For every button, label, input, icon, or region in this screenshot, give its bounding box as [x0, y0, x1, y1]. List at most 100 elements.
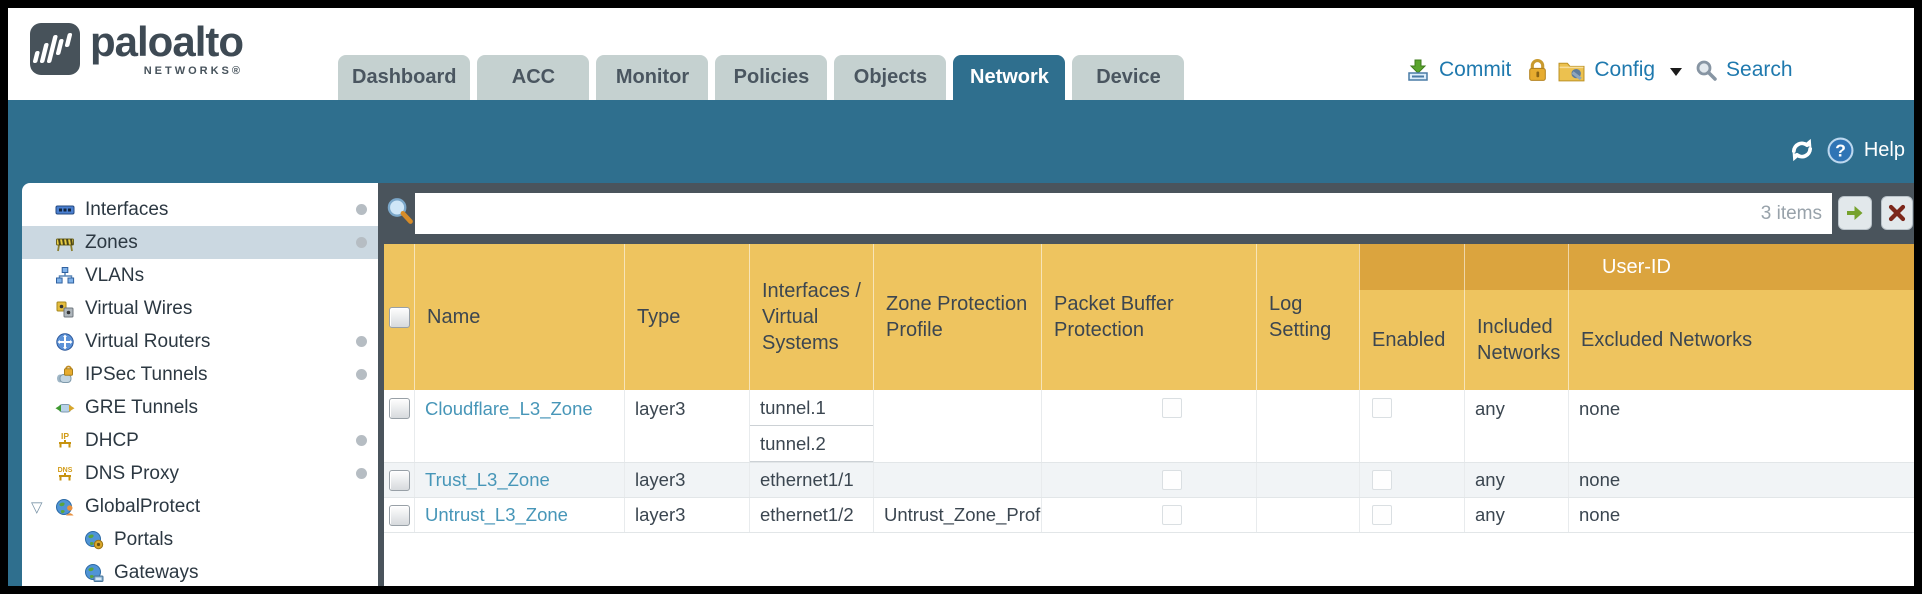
- table-row-trust: Trust_L3_Zone layer3 ethernet1/1 any non…: [384, 463, 1914, 498]
- column-header-log-setting[interactable]: Log Setting: [1256, 244, 1359, 390]
- tab-policies[interactable]: Policies: [715, 55, 828, 100]
- green-arrow-icon: [1847, 206, 1863, 220]
- row-checkbox[interactable]: [388, 398, 410, 419]
- user-id-enabled-checkbox[interactable]: [1372, 398, 1392, 418]
- zone-protection-profile-cell: Untrust_Zone_Prof: [873, 498, 1041, 532]
- sidebar-item-vlans[interactable]: VLANs: [22, 259, 378, 292]
- packet-buffer-protection-checkbox[interactable]: [1162, 398, 1182, 418]
- dhcp-icon: IP: [54, 430, 76, 452]
- commit-icon[interactable]: [1406, 59, 1430, 82]
- sidebar-item-globalprotect[interactable]: ▽ GlobalProtect: [31, 495, 201, 517]
- refresh-icon[interactable]: [1787, 136, 1817, 164]
- zone-name-link[interactable]: Trust_L3_Zone: [425, 469, 550, 490]
- apply-filter-button[interactable]: [1838, 196, 1872, 230]
- column-header-interfaces[interactable]: Interfaces / Virtual Systems: [749, 244, 873, 390]
- user-id-enabled-cell: [1359, 390, 1464, 462]
- sidebar-item-gre-tunnels[interactable]: GRE Tunnels: [22, 391, 378, 424]
- filter-searchbox: 3 items: [415, 193, 1832, 234]
- sidebar-item-zones[interactable]: Zones: [22, 226, 378, 259]
- help-icon[interactable]: ?: [1827, 137, 1854, 164]
- zones-icon: [54, 232, 76, 254]
- row-checkbox[interactable]: [388, 469, 410, 491]
- brand-sub: NETWORKS®: [143, 65, 244, 77]
- sidebar-item-dns-proxy[interactable]: DNS DNS Proxy: [22, 457, 378, 490]
- search-button[interactable]: Search: [1726, 58, 1793, 81]
- column-header-packet-buffer-protection[interactable]: Packet Buffer Protection: [1041, 244, 1256, 390]
- status-dot: [356, 336, 367, 347]
- config-button[interactable]: Config: [1594, 58, 1656, 81]
- user-id-enabled-cell: [1359, 498, 1464, 532]
- main-nav-tabs: Dashboard ACC Monitor Policies Objects N…: [338, 55, 1185, 100]
- brand-wordmark: paloalto: [90, 18, 244, 65]
- included-networks-cell: any: [1464, 390, 1568, 462]
- user-id-enabled-checkbox[interactable]: [1372, 505, 1392, 525]
- config-dropdown-caret-icon[interactable]: [1670, 68, 1683, 76]
- filter-input[interactable]: [415, 193, 1761, 234]
- table-row-untrust: Untrust_L3_Zone layer3 ethernet1/2 Untru…: [384, 498, 1914, 533]
- zone-name-link[interactable]: Untrust_L3_Zone: [425, 504, 568, 525]
- included-networks-cell: any: [1464, 498, 1568, 532]
- virtual-routers-icon: [54, 331, 76, 353]
- sidebar-item-interfaces[interactable]: Interfaces: [22, 193, 378, 226]
- zone-interfaces-cell: ethernet1/2: [749, 498, 873, 532]
- excluded-networks-cell: none: [1568, 498, 1914, 532]
- zone-name-cell: Trust_L3_Zone: [414, 463, 624, 497]
- gre-tunnels-icon: [54, 397, 76, 419]
- excluded-networks-cell: none: [1568, 390, 1914, 462]
- filter-toolbar: 3 items: [378, 183, 1914, 244]
- main-content: 3 items User-ID: [378, 183, 1914, 586]
- clear-x-icon: [1888, 204, 1906, 222]
- sidebar-item-virtual-wires[interactable]: Virtual Wires: [22, 292, 378, 325]
- status-dot: [356, 435, 367, 446]
- zones-table: User-ID Name Type Interfaces / Virtual S…: [378, 244, 1914, 586]
- config-icon[interactable]: [1558, 59, 1585, 82]
- status-dot: [356, 237, 367, 248]
- interface-item: tunnel.1: [750, 390, 873, 426]
- tab-monitor[interactable]: Monitor: [596, 55, 709, 100]
- help-label[interactable]: Help: [1863, 138, 1905, 161]
- expand-caret-icon[interactable]: ▽: [31, 498, 43, 516]
- table-row-cloudflare: Cloudflare_L3_Zone layer3 tunnel.1 tunne…: [384, 390, 1914, 463]
- clear-filter-button[interactable]: [1881, 196, 1913, 230]
- interface-item: tunnel.2: [750, 426, 873, 462]
- column-header-name[interactable]: Name: [414, 244, 624, 390]
- sidebar-item-ipsec-tunnels[interactable]: IPSec Tunnels: [22, 358, 378, 391]
- packet-buffer-protection-cell: [1041, 463, 1256, 497]
- column-header-type[interactable]: Type: [624, 244, 749, 390]
- paloalto-logo-icon: [30, 23, 80, 75]
- sidebar-item-dhcp[interactable]: IP DHCP: [22, 424, 378, 457]
- select-all-checkbox[interactable]: [388, 306, 410, 328]
- column-header-zone-protection-profile[interactable]: Zone Protection Profile: [873, 244, 1041, 390]
- tab-dashboard[interactable]: Dashboard: [338, 55, 471, 100]
- user-id-enabled-checkbox[interactable]: [1372, 470, 1392, 490]
- row-checkbox[interactable]: [388, 504, 410, 526]
- row-select-cell: [384, 498, 414, 532]
- zone-name-link[interactable]: Cloudflare_L3_Zone: [425, 398, 593, 419]
- zone-protection-profile-cell: [873, 390, 1041, 462]
- search-icon[interactable]: [1695, 59, 1717, 81]
- lock-icon[interactable]: [1526, 58, 1549, 83]
- tab-device[interactable]: Device: [1072, 55, 1185, 100]
- column-header-included-networks[interactable]: Included Networks: [1464, 244, 1568, 390]
- tab-network[interactable]: Network: [953, 55, 1066, 100]
- tab-acc[interactable]: ACC: [477, 55, 590, 100]
- virtual-wires-icon: [54, 298, 76, 320]
- app-window: paloalto NETWORKS® Dashboard ACC Monitor…: [8, 8, 1914, 586]
- commit-button[interactable]: Commit: [1439, 58, 1512, 81]
- header-actions: Commit Config Search: [1406, 48, 1799, 92]
- sidebar-item-portals[interactable]: Portals: [22, 523, 378, 556]
- column-header-enabled[interactable]: Enabled: [1359, 244, 1464, 390]
- paloalto-logo: paloalto NETWORKS®: [30, 18, 244, 77]
- gateways-icon: [83, 562, 105, 584]
- column-header-excluded-networks[interactable]: Excluded Networks: [1568, 244, 1914, 390]
- zone-name-cell: Untrust_L3_Zone: [414, 498, 624, 532]
- tab-objects[interactable]: Objects: [834, 55, 947, 100]
- interfaces-icon: [54, 199, 76, 221]
- filter-search-icon[interactable]: [386, 197, 414, 225]
- packet-buffer-protection-checkbox[interactable]: [1162, 505, 1182, 525]
- packet-buffer-protection-checkbox[interactable]: [1162, 470, 1182, 490]
- items-count-label: 3 items: [1760, 202, 1822, 224]
- svg-text:?: ?: [1835, 140, 1846, 160]
- sidebar-item-virtual-routers[interactable]: Virtual Routers: [22, 325, 378, 358]
- sidebar-item-gateways[interactable]: Gateways: [22, 556, 378, 586]
